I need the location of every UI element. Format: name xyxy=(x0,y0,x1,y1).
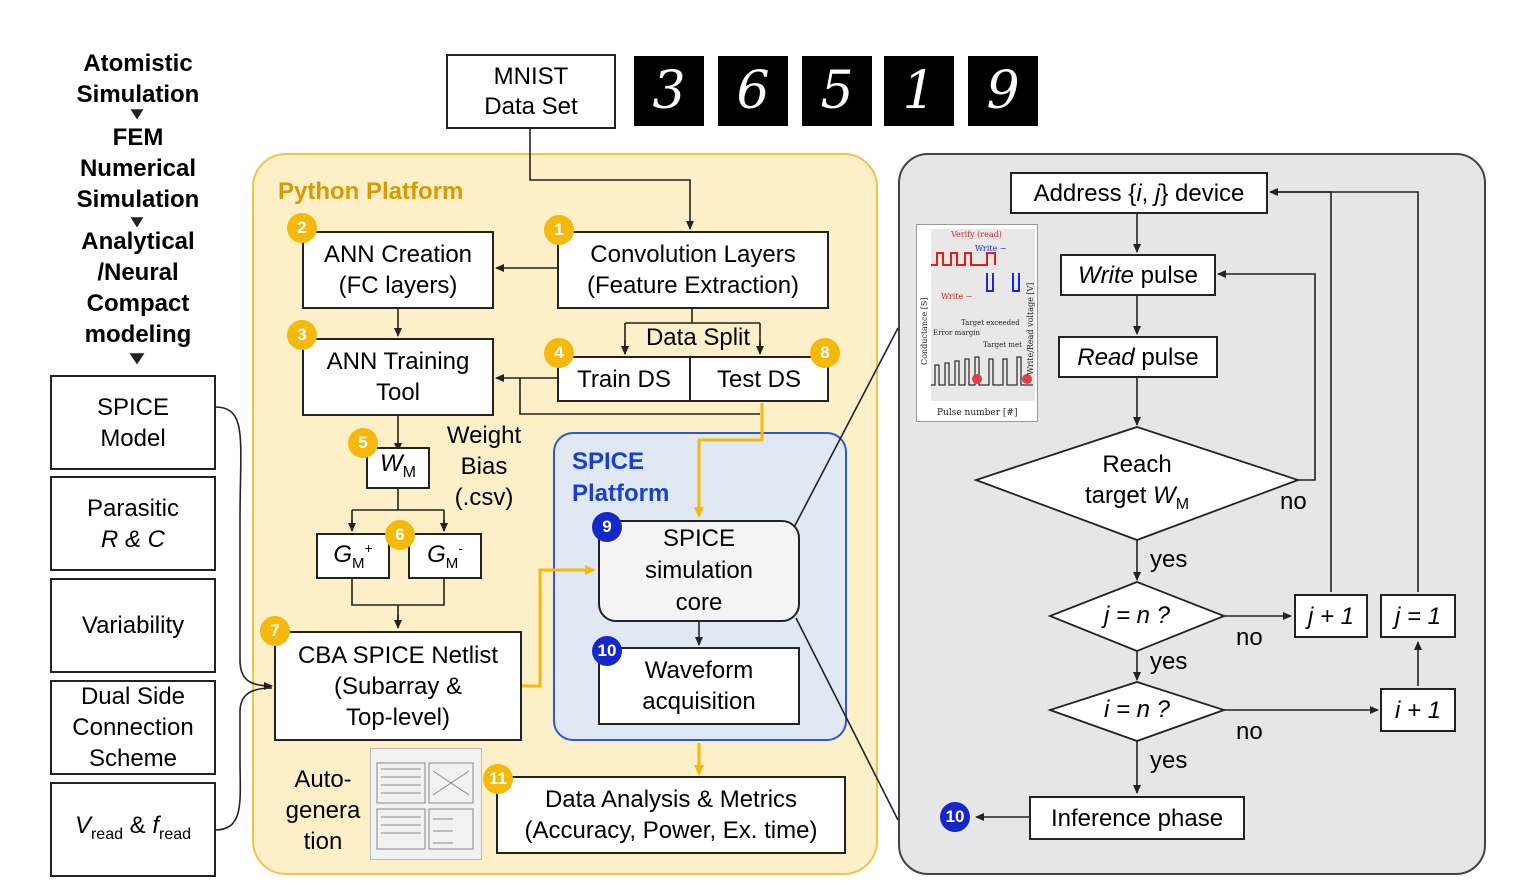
yes-label-j: yes xyxy=(1150,648,1188,675)
python-platform-title: Python Platform xyxy=(278,178,464,205)
convolution-layers-box: Convolution Layers(Feature Extraction) xyxy=(557,231,829,309)
address-device-box: Address {i, j} device xyxy=(1010,172,1268,214)
inset-write-label-1: Write − xyxy=(975,244,1006,253)
variability-box: Variability xyxy=(50,578,216,673)
no-label-reach: no xyxy=(1280,488,1307,515)
data-split-label: Data Split xyxy=(645,324,751,351)
inset-target-exceeded-label: Target exceeded xyxy=(961,319,1020,327)
mnist-digit-3: 3 xyxy=(634,56,704,126)
badge-7: 7 xyxy=(260,616,290,646)
inset-error-margin-label: Error margin xyxy=(933,329,980,337)
yes-label-reach: yes xyxy=(1150,546,1188,573)
badge-10: 10 xyxy=(592,636,622,666)
netlist-thumbnail xyxy=(370,748,482,860)
badge-2: 2 xyxy=(287,213,317,243)
inset-y-axis-label: Conductance [S] xyxy=(920,298,929,365)
i-equals-n-diamond: i = n ? xyxy=(1103,696,1171,723)
inset-write-label-2: Write − xyxy=(941,292,972,301)
write-pulse-box: Write pulse xyxy=(1060,254,1216,296)
gm-plus-box: GM+ xyxy=(316,533,390,579)
mnist-digit-6: 6 xyxy=(718,56,788,126)
badge-8: 8 xyxy=(810,338,840,368)
yes-label-i: yes xyxy=(1150,747,1188,774)
badge-9: 9 xyxy=(592,512,622,542)
read-pulse-box: Read pulse xyxy=(1058,336,1218,378)
mnist-digit-5: 5 xyxy=(802,56,872,126)
gm-minus-box: GM- xyxy=(408,533,482,579)
wm-box: WM xyxy=(366,447,430,489)
write-verify-waveform: Verify (read) Write − Write − Target exc… xyxy=(920,229,1035,418)
write-verify-inset: Verify (read) Write − Write − Target exc… xyxy=(916,224,1038,422)
badge-3: 3 xyxy=(287,320,317,350)
badge-11: 11 xyxy=(483,764,513,794)
no-label-j: no xyxy=(1236,624,1263,651)
inset-verify-label: Verify (read) xyxy=(950,230,1002,239)
badge-10-inference: 10 xyxy=(940,802,970,832)
mnist-digit-1: 1 xyxy=(884,56,954,126)
badge-6: 6 xyxy=(385,520,415,550)
inset-y2-axis-label: Write/Read voltage [V] xyxy=(1026,283,1035,375)
test-ds-box: Test DS xyxy=(689,356,829,402)
vread-fread-box: Vread & fread xyxy=(50,782,216,877)
subarray-thumbnail-graphic xyxy=(376,762,474,850)
i-plus-one-box: i + 1 xyxy=(1380,688,1456,732)
badge-5: 5 xyxy=(348,428,378,458)
train-ds-box: Train DS xyxy=(557,356,691,402)
netlist-box: CBA SPICE Netlist(Subarray &Top-level) xyxy=(274,631,522,741)
inference-phase-box: Inference phase xyxy=(1029,796,1245,840)
j-equals-one-box: j = 1 xyxy=(1380,594,1456,638)
mnist-digit-9: 9 xyxy=(968,56,1038,126)
ann-creation-box: ANN Creation(FC layers) xyxy=(302,231,494,309)
j-equals-n-diamond: j = n ? xyxy=(1103,602,1171,629)
j-plus-one-box: j + 1 xyxy=(1294,594,1368,638)
inset-target-met-label: Target met xyxy=(983,341,1022,349)
badge-4: 4 xyxy=(544,338,574,368)
data-analysis-box: Data Analysis & Metrics(Accuracy, Power,… xyxy=(496,776,846,854)
reach-target-diamond: Reach target WM xyxy=(1084,451,1190,513)
badge-1: 1 xyxy=(544,215,574,245)
inset-x-axis-label: Pulse number [#] xyxy=(937,408,1017,418)
no-label-i: no xyxy=(1236,718,1263,745)
